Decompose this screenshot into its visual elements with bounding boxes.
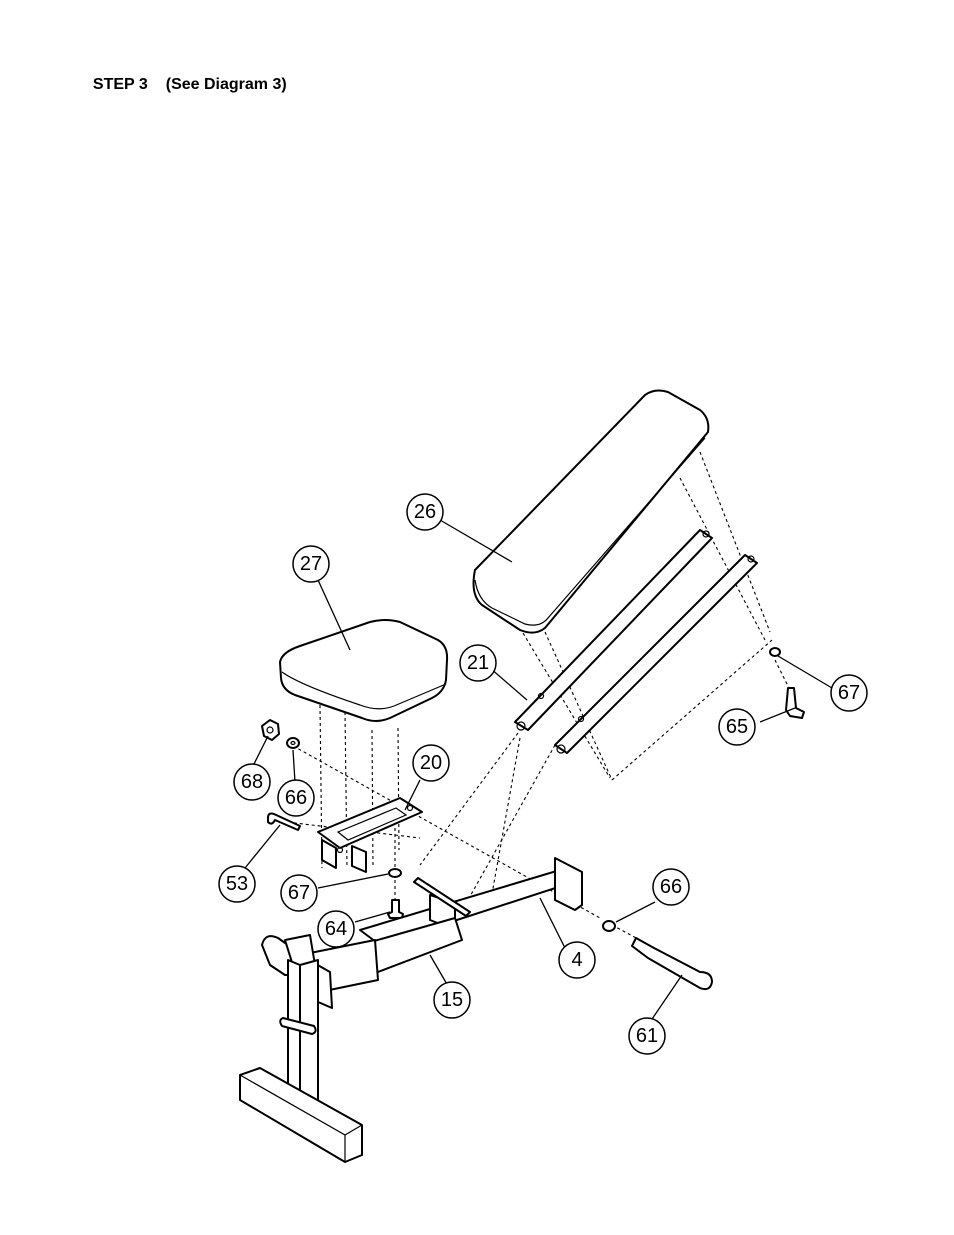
pin-part-53 bbox=[267, 812, 301, 831]
callout-21: 21 bbox=[459, 644, 497, 682]
callout-4: 4 bbox=[558, 941, 596, 979]
svg-text:20: 20 bbox=[420, 752, 442, 774]
washer-part-67-lower bbox=[388, 868, 402, 878]
svg-text:21: 21 bbox=[467, 652, 489, 674]
svg-text:53: 53 bbox=[226, 873, 248, 895]
callout-26: 26 bbox=[406, 493, 444, 531]
callout-67-top: 67 bbox=[830, 674, 868, 712]
washer-part-67-upper bbox=[769, 647, 781, 657]
svg-text:67: 67 bbox=[838, 682, 860, 704]
washer-part-66-lower bbox=[602, 920, 616, 932]
bolt-part-61 bbox=[631, 937, 713, 991]
tubes-part-21 bbox=[514, 529, 758, 754]
bolt-part-64 bbox=[387, 899, 404, 919]
seat-pad-part-27 bbox=[279, 619, 449, 722]
leader-lines bbox=[244, 519, 833, 1023]
nut-part-68 bbox=[261, 719, 280, 741]
callout-61: 61 bbox=[628, 1017, 666, 1055]
callout-27: 27 bbox=[292, 545, 330, 583]
frame bbox=[239, 857, 583, 1163]
callout-15: 15 bbox=[433, 981, 471, 1019]
step-heading: STEP 3 (See Diagram 3) bbox=[84, 58, 287, 94]
back-pad-part-26 bbox=[472, 389, 710, 634]
callout-67-mid: 67 bbox=[280, 874, 318, 912]
svg-text:66: 66 bbox=[285, 787, 307, 809]
diagram-reference: (See Diagram 3) bbox=[165, 76, 287, 93]
svg-text:15: 15 bbox=[441, 989, 463, 1011]
callout-64: 64 bbox=[317, 910, 355, 948]
callout-65: 65 bbox=[718, 708, 756, 746]
svg-text:4: 4 bbox=[571, 949, 582, 971]
callout-20: 20 bbox=[412, 744, 450, 782]
svg-text:67: 67 bbox=[288, 882, 310, 904]
bolt-part-65 bbox=[785, 687, 805, 719]
svg-text:64: 64 bbox=[325, 918, 347, 940]
svg-text:66: 66 bbox=[660, 876, 682, 898]
svg-text:26: 26 bbox=[414, 501, 436, 523]
svg-text:61: 61 bbox=[636, 1025, 658, 1047]
svg-text:68: 68 bbox=[241, 771, 263, 793]
callout-68: 68 bbox=[233, 763, 271, 801]
svg-text:27: 27 bbox=[300, 553, 322, 575]
callout-66-left: 66 bbox=[277, 779, 315, 817]
washer-part-66-upper bbox=[286, 737, 300, 749]
hardware bbox=[261, 647, 805, 991]
svg-text:65: 65 bbox=[726, 716, 748, 738]
callout-53: 53 bbox=[218, 865, 256, 903]
bracket-part-20 bbox=[317, 797, 423, 873]
callout-66-right: 66 bbox=[652, 868, 690, 906]
step-number: STEP 3 bbox=[92, 76, 148, 93]
